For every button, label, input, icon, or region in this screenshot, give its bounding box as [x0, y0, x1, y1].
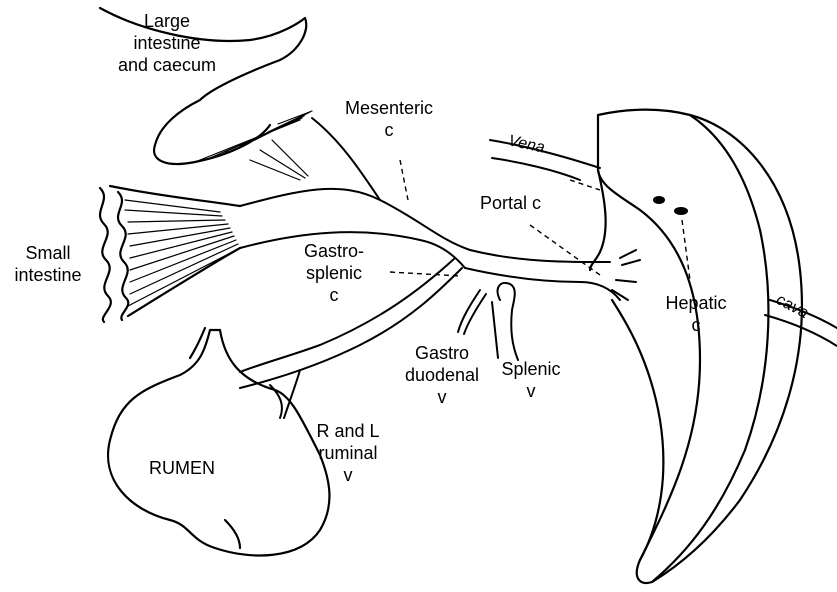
mesenteric-leader [400, 160, 408, 200]
rumen-outline [108, 330, 329, 555]
hepatic-branch [620, 250, 636, 258]
gastrosplenic-leader [390, 272, 460, 276]
large-intestine-mesentery [195, 111, 312, 180]
liver-outline [598, 110, 802, 583]
rumen-label: RUMEN [132, 457, 232, 479]
hepatic-spot [674, 207, 688, 215]
liver-lobe-line [652, 115, 768, 582]
gastroduodenal-label: Gastro duodenal v [398, 342, 486, 408]
hepatic-spot [653, 196, 665, 204]
large-intestine-label: Large intestine and caecum [102, 10, 232, 76]
small-intestine-inner [118, 192, 128, 320]
vena-leader [570, 180, 600, 190]
portal-label: Portal c [480, 192, 541, 214]
portal-vein [470, 250, 610, 262]
small-intestine-outline [100, 188, 111, 322]
small-intestine-mesentery [110, 186, 240, 316]
gastroduodenal-vein [458, 290, 480, 332]
ruminal-label: R and L ruminal v [298, 420, 398, 486]
splenic-vein [498, 283, 518, 360]
gastrosplenic-label: Gastro- splenic c [288, 240, 380, 306]
hepatic-label: Hepatic c [648, 292, 744, 336]
mesenteric-label: Mesenteric c [334, 97, 444, 141]
portal-leader [530, 225, 600, 275]
small-intestine-label: Small intestine [0, 242, 96, 286]
splenic-label: Splenic v [488, 358, 574, 402]
